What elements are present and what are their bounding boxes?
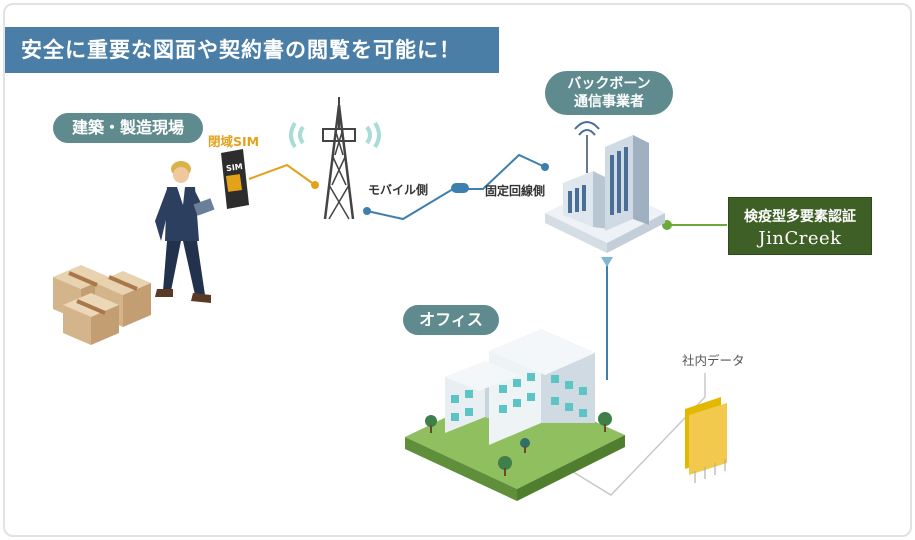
- line-junction: [451, 183, 469, 193]
- site-label: 建築・製造現場: [53, 113, 203, 143]
- auth-product-name: JinCreek: [758, 228, 842, 249]
- auth-title: 検疫型多要素認証: [744, 209, 856, 225]
- datacenter-building-icon: [545, 121, 665, 253]
- backbone-label-line1: バックボーン: [567, 76, 651, 92]
- closed-sim-label: 閉域SIM: [208, 134, 260, 149]
- headline-banner: 安全に重要な図面や契約書の閲覧を可能に！: [5, 27, 499, 73]
- internal-data-label: 社内データ: [682, 353, 745, 368]
- backbone-down-connector: [601, 257, 613, 267]
- auth-box: 検疫型多要素認証 JinCreek: [728, 197, 872, 255]
- diagram-artwork: SIM: [53, 97, 727, 501]
- sim-connector-dot: [311, 181, 319, 189]
- folder-icon: [685, 397, 727, 483]
- cell-tower-icon: [289, 97, 381, 220]
- diagram-frame: 安全に重要な図面や契約書の閲覧を可能に！: [3, 3, 912, 537]
- office-building-icon: [405, 329, 625, 501]
- sim-connection-line: [248, 163, 316, 186]
- backbone-label: バックボーン 通信事業者: [545, 71, 673, 115]
- fixed-side-label: 固定回線側: [485, 184, 546, 198]
- mobile-connector-dot: [363, 207, 371, 215]
- backbone-connector-dot: [541, 163, 549, 171]
- office-label: オフィス: [403, 305, 499, 335]
- data-link-line: [564, 373, 706, 496]
- backbone-label-line2: 通信事業者: [574, 94, 644, 110]
- sim-card-icon: [221, 149, 249, 209]
- sim-card-text: SIM: [226, 162, 244, 173]
- boxes-icon: [53, 265, 151, 345]
- worker-icon: [155, 161, 215, 303]
- mobile-side-label: モバイル側: [368, 183, 429, 197]
